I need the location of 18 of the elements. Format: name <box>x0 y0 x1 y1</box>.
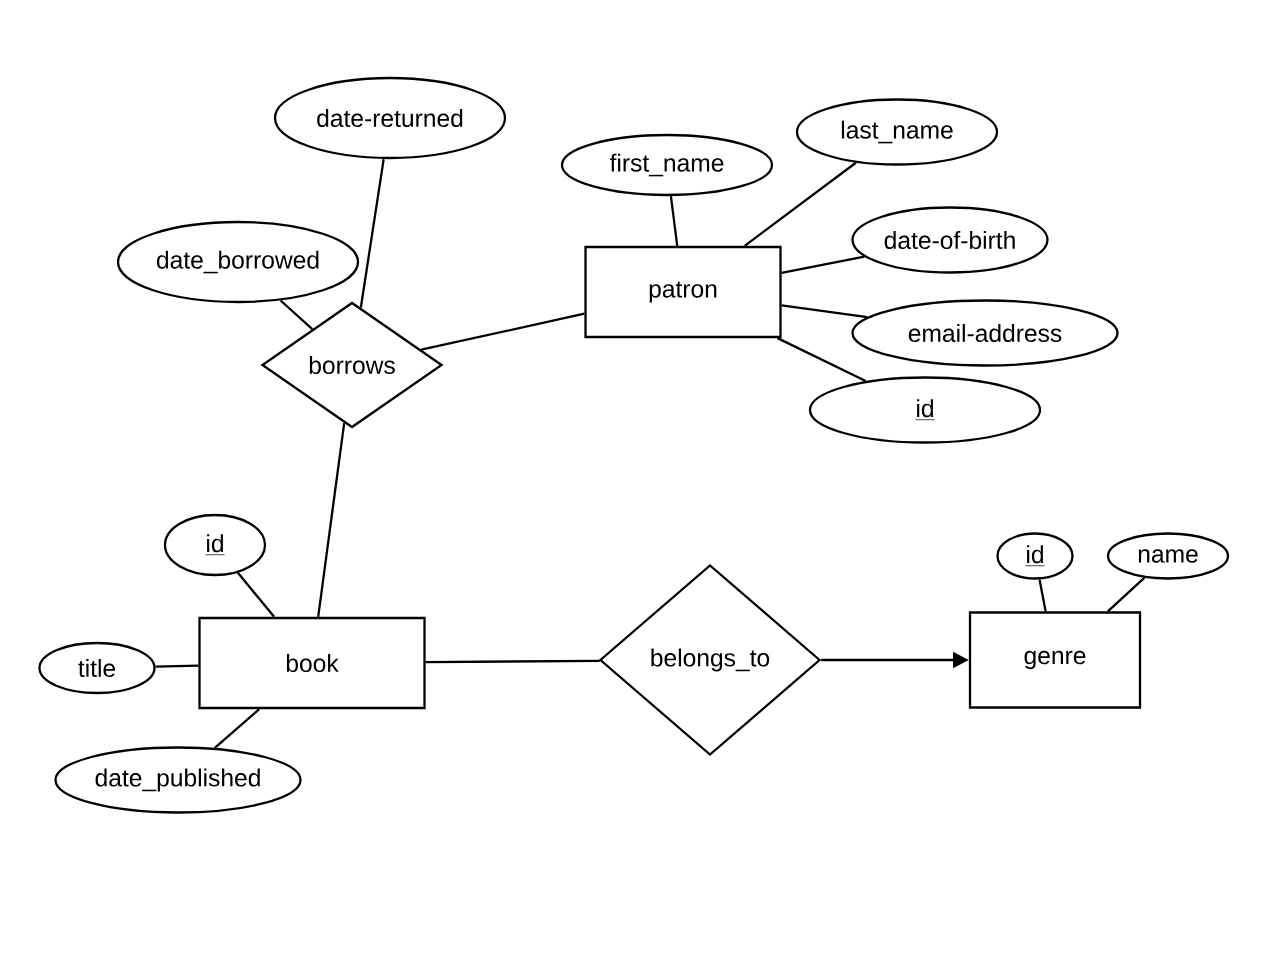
connector-line <box>1038 579 1047 612</box>
connector-line <box>743 161 857 247</box>
connector-line <box>777 337 867 383</box>
connector-line <box>669 195 679 246</box>
entity-box: patron <box>584 245 782 339</box>
entity-box: book <box>198 616 426 710</box>
connector-line <box>781 255 865 274</box>
connector-line <box>214 708 260 749</box>
entity-box: genre <box>968 611 1142 709</box>
connector-line <box>279 299 314 330</box>
connector-line <box>359 158 385 308</box>
connector-line <box>237 572 275 618</box>
connector-line <box>317 423 346 617</box>
connector-line <box>421 312 585 351</box>
connector-line <box>781 304 868 319</box>
connector-line <box>1107 576 1146 613</box>
connector-line <box>425 659 600 664</box>
connector-line <box>155 664 199 668</box>
